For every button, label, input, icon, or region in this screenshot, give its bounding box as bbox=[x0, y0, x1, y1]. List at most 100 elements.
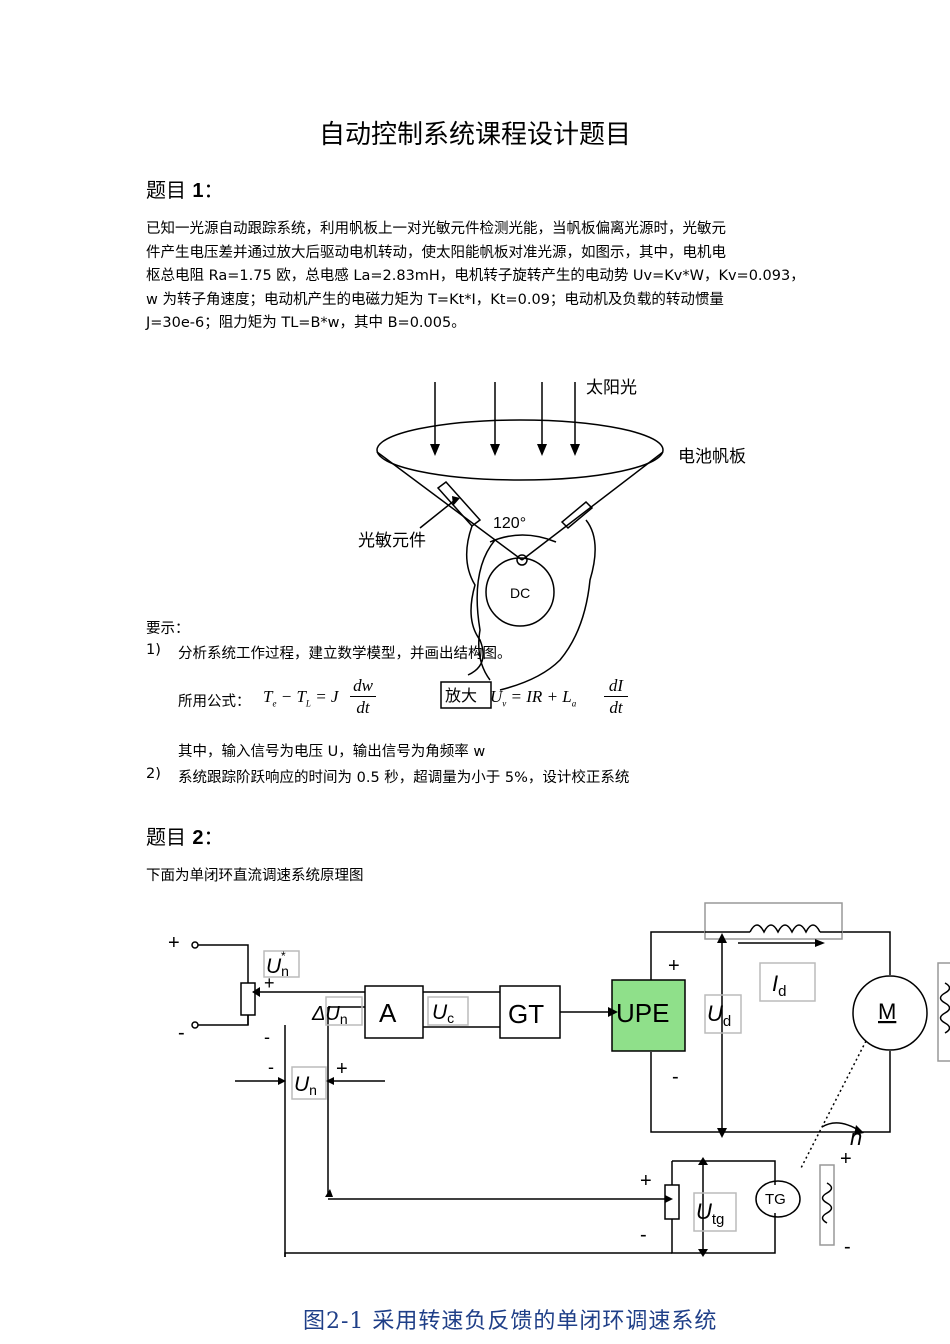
wire bbox=[198, 1015, 249, 1026]
label-box bbox=[759, 962, 816, 1002]
utg-label: Utg bbox=[696, 1199, 724, 1228]
pivot bbox=[516, 554, 528, 566]
q1-line: 枢总电阻 Ra=1.75 欧，总电感 La=2.83mH，电机转子旋转产生的电动… bbox=[146, 268, 805, 284]
terminal bbox=[191, 1021, 199, 1029]
angle-arc bbox=[489, 534, 557, 543]
arrowhead bbox=[608, 1007, 618, 1017]
photosensor-left bbox=[436, 480, 482, 528]
q1-line: w 为转子角速度；电动机产生的电磁力矩为 T=Kt*I，Kt=0.09；电动机及… bbox=[146, 291, 724, 308]
arrowhead bbox=[537, 444, 547, 456]
field-coil bbox=[939, 982, 950, 1034]
block-upe bbox=[611, 979, 686, 1052]
arrowhead bbox=[570, 444, 580, 456]
speed-label: n bbox=[850, 1125, 862, 1150]
q2-heading-number: 2 bbox=[192, 827, 204, 849]
arrowhead bbox=[252, 987, 260, 997]
wire bbox=[650, 1051, 891, 1133]
pot-minus: - bbox=[264, 1027, 270, 1047]
tg-field-minus: - bbox=[844, 1236, 851, 1258]
sensor-pointer bbox=[419, 499, 456, 529]
junction-plus: + bbox=[336, 1058, 348, 1080]
req1-text: 分析系统工作过程，建立数学模型，并画出结构图。 bbox=[178, 646, 512, 662]
label-box bbox=[704, 994, 742, 1034]
sensor-label: 光敏元件 bbox=[358, 531, 426, 550]
tacho-field-coil bbox=[821, 1182, 833, 1224]
label-box bbox=[291, 1066, 327, 1100]
photosensor-right bbox=[560, 500, 594, 530]
label-box bbox=[693, 1192, 737, 1232]
un-star-label: Un* bbox=[266, 949, 289, 979]
arrowhead bbox=[430, 444, 440, 456]
req2-number: 2) bbox=[146, 766, 161, 782]
solar-tracker-figure: 太阳光 电池帆板 光敏元件 120° DC 放大 bbox=[358, 378, 746, 709]
delta-un-label: ΔUn bbox=[311, 1003, 348, 1027]
page-title: 自动控制系统课程设计题目 bbox=[318, 120, 631, 150]
terminal bbox=[191, 941, 199, 949]
dc-motor-circle bbox=[485, 557, 555, 627]
formula-label: 所用公式： bbox=[178, 694, 251, 710]
q2-intro: 下面为单闭环直流调速系统原理图 bbox=[146, 868, 364, 884]
q1-heading-number: 1 bbox=[192, 180, 204, 202]
arrowhead bbox=[665, 1195, 673, 1203]
requirements-label: 要示： bbox=[146, 621, 190, 637]
uc-label: Uc bbox=[432, 1001, 454, 1026]
arrowhead bbox=[698, 1157, 708, 1165]
arrowhead bbox=[698, 1249, 708, 1257]
wire bbox=[499, 519, 596, 691]
wire bbox=[284, 1252, 672, 1257]
block-a-label: A bbox=[379, 998, 397, 1028]
q1-line: 已知一光源自动跟踪系统，利用帆板上一对光敏元件检测光能，当帆板偏离光源时，光敏元 bbox=[146, 221, 726, 237]
label-box bbox=[325, 996, 363, 1026]
q1-line: 件产生电压差并通过放大后驱动电机转动，使太阳能帆板对准光源，如图示，其中，电机电 bbox=[146, 244, 726, 261]
block-upe-label: UPE bbox=[616, 998, 669, 1028]
q1-heading-colon: ： bbox=[203, 178, 224, 202]
panel-cone-edge bbox=[521, 451, 664, 561]
tg-minus: - bbox=[640, 1224, 647, 1246]
req2-text: 系统跟踪阶跃响应的时间为 0.5 秒，超调量为小于 5%，设计校正系统 bbox=[178, 770, 630, 786]
wire bbox=[476, 539, 496, 681]
formula-voltage: Uv = IR + La bbox=[490, 687, 577, 709]
upe-plus: + bbox=[668, 955, 680, 977]
ud-label: Ud bbox=[707, 1001, 731, 1030]
q1-heading-prefix: 题目 bbox=[146, 178, 186, 202]
motor-circle bbox=[852, 975, 928, 1051]
wire bbox=[671, 1213, 776, 1254]
q1-heading: 题目 1： bbox=[146, 174, 223, 203]
panel-cone-edge bbox=[376, 451, 523, 561]
q2-heading-colon: ： bbox=[203, 825, 224, 849]
formula-voltage-fraction: dI dt bbox=[604, 676, 628, 719]
panel-ellipse bbox=[376, 419, 664, 481]
q2-heading: 题目 2： bbox=[146, 821, 223, 850]
wire bbox=[198, 944, 249, 983]
inductor-coil bbox=[749, 924, 821, 934]
wire bbox=[672, 1160, 776, 1185]
label-box bbox=[427, 996, 469, 1026]
tg-field-plus: + bbox=[840, 1148, 852, 1170]
input-plus: + bbox=[168, 932, 180, 954]
sunlight-label: 太阳光 bbox=[586, 378, 637, 397]
angle-label: 120° bbox=[493, 515, 526, 532]
upe-minus: - bbox=[672, 1066, 679, 1088]
tacho-field-box bbox=[819, 1164, 835, 1246]
field-box bbox=[937, 962, 950, 1062]
input-minus: - bbox=[178, 1022, 185, 1044]
pot-plus: + bbox=[264, 973, 275, 993]
amplifier-box bbox=[440, 681, 492, 709]
tacho-potentiometer bbox=[664, 1184, 680, 1220]
panel-label: 电池帆板 bbox=[678, 447, 746, 466]
arrowhead bbox=[490, 444, 500, 456]
arrowhead bbox=[717, 1128, 727, 1138]
potentiometer bbox=[240, 982, 256, 1016]
shaft-coupling bbox=[799, 1040, 867, 1171]
block-gt-label: GT bbox=[508, 999, 544, 1029]
arrowhead bbox=[452, 496, 460, 506]
id-label: Id bbox=[772, 971, 786, 1000]
io-note: 其中，输入信号为电压 U，输出信号为角频率 w bbox=[178, 744, 486, 760]
speed-control-figure: + - + - - + Un* ΔUn Uc Un Ud Id Utg A GT… bbox=[168, 902, 950, 1258]
block-a bbox=[364, 985, 424, 1039]
motor-label: DC bbox=[510, 585, 530, 601]
inductor-box bbox=[704, 902, 843, 940]
arrowhead bbox=[854, 1125, 864, 1135]
arrowhead bbox=[326, 1077, 334, 1085]
q2-heading-prefix: 题目 bbox=[146, 825, 186, 849]
